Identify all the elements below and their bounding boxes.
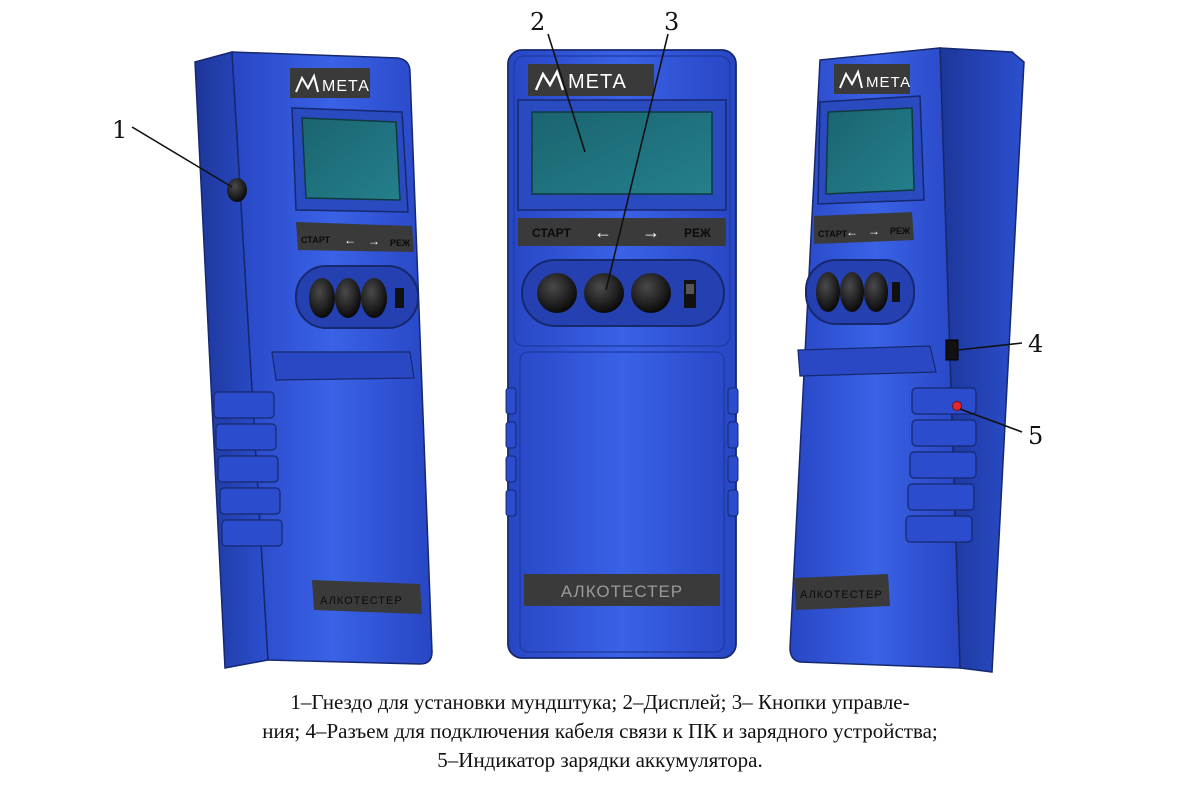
right-key-start: СТАРТ xyxy=(818,229,848,239)
right-key-right-arrow: → xyxy=(868,224,880,238)
left-key-start: СТАРТ xyxy=(301,235,331,245)
left-key-left-arrow: ← xyxy=(344,233,356,247)
mouthpiece-socket xyxy=(227,178,247,202)
front-display xyxy=(531,111,713,195)
front-logo-panel xyxy=(528,64,654,96)
right-button-2[interactable] xyxy=(840,272,864,312)
right-label-plate xyxy=(794,574,890,610)
pc-charger-connector xyxy=(945,339,959,361)
front-label-plate-text: АЛКОТЕСТЕР xyxy=(561,582,683,601)
left-brand: МЕТА xyxy=(322,78,370,95)
left-power-switch[interactable] xyxy=(395,288,404,308)
left-button-3[interactable] xyxy=(361,278,387,318)
left-label-plate-text: АЛКОТЕСТЕР xyxy=(320,595,403,607)
front-button-left[interactable] xyxy=(584,273,624,313)
meta-logo-icon xyxy=(839,69,863,89)
right-button-3[interactable] xyxy=(864,272,888,312)
right-power-switch[interactable] xyxy=(892,282,900,302)
figure-caption: 1–Гнездо для установки мундштука; 2–Дисп… xyxy=(100,688,1100,775)
front-key-start: СТАРТ xyxy=(532,226,571,240)
callout-3: 3 xyxy=(664,8,679,36)
device-right-view: МЕТА СТАРТ ← → РЕЖ АЛКОТЕСТЕР xyxy=(789,47,1025,673)
left-label-plate xyxy=(312,580,422,614)
right-brand: МЕТА xyxy=(866,74,911,91)
front-label-plate xyxy=(524,574,720,606)
right-button-1[interactable] xyxy=(816,272,840,312)
device-front-view: МЕТА СТАРТ ← → РЕЖ АЛКОТЕСТЕР xyxy=(505,49,739,659)
caption-line-1: 1–Гнездо для установки мундштука; 2–Дисп… xyxy=(290,690,910,714)
front-key-mode: РЕЖ xyxy=(684,226,711,240)
front-button-right[interactable] xyxy=(631,273,671,313)
charge-indicator-led xyxy=(952,401,962,411)
front-button-start[interactable] xyxy=(537,273,577,313)
left-button-2[interactable] xyxy=(335,278,361,318)
left-key-right-arrow: → xyxy=(368,234,380,248)
callout-5: 5 xyxy=(1028,422,1043,450)
right-key-left-arrow: ← xyxy=(846,225,858,239)
callout-2: 2 xyxy=(530,8,545,36)
front-brand: МЕТА xyxy=(568,71,627,93)
meta-logo-icon xyxy=(534,68,565,91)
caption-line-3: 5–Индикатор зарядки аккумулятора. xyxy=(437,748,763,772)
callouts: 1 2 3 4 5 xyxy=(112,8,1043,450)
left-key-mode: РЕЖ xyxy=(390,238,411,248)
meta-logo-icon xyxy=(295,73,319,93)
callout-1: 1 xyxy=(112,116,127,144)
callout-4: 4 xyxy=(1028,330,1043,358)
left-display xyxy=(301,117,401,201)
right-logo-panel xyxy=(834,64,910,94)
device-illustration: МЕТА СТАРТ ← → РЕЖ АЛКОТЕСТЕР xyxy=(112,8,1043,673)
left-button-1[interactable] xyxy=(309,278,335,318)
right-display xyxy=(825,107,915,195)
device-left-view: МЕТА СТАРТ ← → РЕЖ АЛКОТЕСТЕР xyxy=(194,51,433,669)
right-label-plate-text: АЛКОТЕСТЕР xyxy=(800,589,883,601)
front-key-right-arrow: → xyxy=(642,222,660,242)
caption-line-2: ния; 4–Разъем для подключения кабеля свя… xyxy=(262,719,938,743)
left-logo-panel xyxy=(290,68,370,98)
front-key-left-arrow: ← xyxy=(594,222,612,242)
right-key-mode: РЕЖ xyxy=(890,226,911,236)
